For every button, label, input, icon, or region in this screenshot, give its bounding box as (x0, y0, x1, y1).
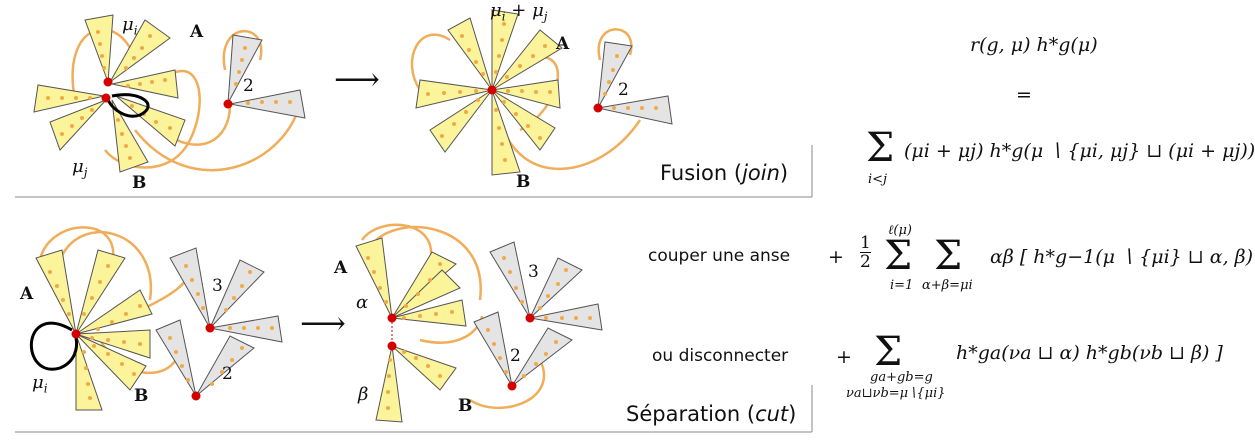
wedge (75, 289, 153, 335)
label-beta: β (358, 384, 369, 405)
plus-2: + (836, 346, 852, 368)
bottom-right-graph (355, 223, 603, 423)
wedge (155, 319, 197, 397)
sum-lower-2a: i=1 (890, 278, 914, 293)
label-A-right: A (556, 34, 570, 54)
wedge (491, 89, 521, 176)
sigma-2: Σ (884, 233, 913, 279)
wedge (209, 259, 265, 329)
wedge (75, 333, 147, 391)
label-component-2-cut: 2 (510, 346, 521, 366)
formula-term3: h*ga(νa ⊔ α) h*gb(νb ⊔ β) ] (956, 342, 1223, 364)
wedge (169, 247, 211, 329)
caption-separation: Séparation (cut) (626, 402, 797, 426)
wedge (597, 41, 633, 109)
formula-lhs: r(g, μ) h*g(μ) (970, 34, 1098, 56)
top-left-graph (33, 14, 306, 173)
label-cut-handle: couper une anse (648, 246, 791, 266)
wedge (511, 327, 573, 387)
label-mu-sum: μi + μj (490, 0, 548, 24)
wedge (229, 89, 306, 119)
formula-equals: = (1016, 84, 1032, 106)
label-component-2-right: 2 (618, 80, 629, 100)
wedge (75, 329, 151, 359)
wedge (391, 345, 457, 391)
sum-upper-2: ℓ(μ) (888, 223, 913, 238)
label-mu-i: μi (122, 14, 138, 38)
label-component-2-bottom: 2 (222, 364, 233, 384)
top-right-graph (410, 9, 673, 176)
plus-1: + (828, 246, 844, 268)
wedge (84, 14, 114, 83)
wedge (115, 95, 186, 147)
wedge (473, 311, 513, 387)
wedge (111, 99, 149, 173)
wedge (33, 84, 105, 113)
wedge (415, 79, 493, 109)
wedge (75, 249, 126, 335)
bottom-left-graph (30, 226, 283, 411)
sum-lower-3b: νa⊔νb=μ∖{μi} (846, 386, 946, 401)
label-mu-i-bottom: μi (32, 372, 48, 396)
sum-lower-2b: α+β=μi (922, 278, 973, 293)
wedge (491, 9, 519, 91)
label-component-3: 3 (212, 276, 223, 296)
wedge (429, 89, 493, 153)
arrow-bottom: ⟶ (300, 304, 346, 342)
sigma-1: Σ (866, 125, 895, 171)
wedge (209, 315, 283, 343)
sum-lower-3a: ga+gb=g (870, 370, 933, 385)
wedge (529, 303, 603, 331)
label-alpha: α (356, 292, 369, 313)
label-A-bottom: A (20, 284, 34, 304)
label-A: A (190, 22, 204, 42)
label-B-bottom: B (134, 386, 149, 406)
wedge (227, 34, 263, 104)
wedge (391, 299, 467, 327)
wedge (447, 17, 493, 91)
wedge (529, 257, 583, 319)
sigma-3: Σ (934, 233, 963, 279)
label-disconnect: ou disconnecter (652, 346, 789, 366)
wedge (195, 335, 255, 397)
formula-term1: (μi + μj) h*g(μ ∖ {μi, μj} ⊔ (μi + μj)) (904, 140, 1255, 162)
wedge (111, 69, 179, 99)
wedge (355, 237, 393, 319)
label-B-cut: B (458, 396, 473, 416)
arrow-top: ⟶ (334, 60, 380, 98)
wedge (491, 79, 561, 109)
formula-term2: αβ [ h*g−1(μ ∖ {μi} ⊔ α, β) (990, 246, 1254, 268)
label-mu-j: μj (72, 156, 88, 180)
wedge (489, 241, 531, 319)
sigma-4: Σ (874, 329, 903, 375)
panel-frames (15, 145, 813, 433)
label-B-right: B (516, 172, 531, 192)
label-B: B (132, 173, 147, 193)
wedge (491, 89, 556, 151)
caption-fusion: Fusion (join) (660, 161, 789, 185)
wedge (49, 99, 107, 151)
label-component-2: 2 (243, 76, 254, 96)
sum-index-1: i<j (868, 172, 888, 187)
label-A-cut: A (334, 258, 348, 278)
wedge (35, 249, 77, 335)
wedge (597, 95, 673, 125)
label-component-3-cut: 3 (528, 262, 539, 282)
wedge (375, 345, 403, 423)
